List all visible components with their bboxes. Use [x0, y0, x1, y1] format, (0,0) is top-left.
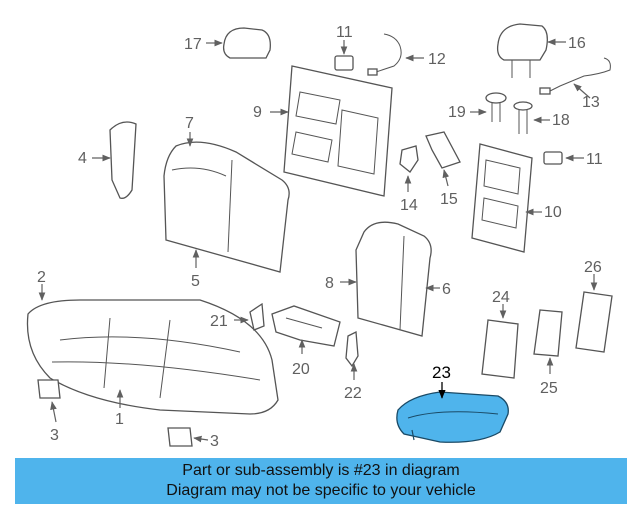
part-11-clip-right: [543, 151, 584, 165]
callout-25: 25: [540, 380, 558, 397]
callout-14: 14: [400, 197, 418, 214]
callout-17: 17: [184, 36, 202, 53]
callout-23-highlight: 23: [432, 363, 451, 382]
part-23-highlighted[interactable]: [396, 382, 509, 443]
part-19-pin: [470, 92, 507, 122]
callout-16: 16: [568, 35, 586, 52]
banner-line-2: Diagram may not be specific to your vehi…: [166, 482, 476, 499]
part-20-frame: [271, 305, 341, 354]
callout-2: 2: [37, 269, 46, 286]
callout-12: 12: [428, 51, 446, 68]
part-9-back-panel: [270, 65, 393, 197]
part-22-hook: [345, 330, 359, 380]
info-banner: Part or sub-assembly is #23 in diagram D…: [15, 458, 627, 504]
part-3-bracket-right: [167, 427, 209, 447]
part-3-bracket-left: [37, 379, 61, 423]
part-15-trim: [425, 131, 461, 187]
callout-7: 7: [185, 115, 194, 132]
part-26-pad: [575, 274, 613, 353]
part-25-pad: [533, 309, 563, 374]
part-10-back-panel: [471, 143, 542, 253]
part-18-pin: [513, 101, 550, 134]
part-12-cable: [367, 33, 424, 76]
part-11-clip: [334, 40, 354, 71]
part-13-cable: [539, 57, 611, 99]
callout-labels: 17 11 12 16 9 7 13 19 18 4 11 14 15 10 5…: [37, 24, 603, 450]
callout-5: 5: [191, 273, 200, 290]
part-14-bracket: [399, 145, 419, 192]
callout-11: 11: [336, 24, 353, 41]
callout-15: 15: [440, 191, 458, 208]
callout-11-right: 11: [586, 151, 603, 168]
part-21-bracket: [234, 302, 265, 331]
part-4-bolster: [92, 121, 137, 199]
callout-21: 21: [210, 313, 228, 330]
part-16-headrest: [496, 23, 566, 78]
callout-8: 8: [325, 275, 334, 292]
callout-10: 10: [544, 204, 562, 221]
callout-18: 18: [552, 112, 570, 129]
callout-19: 19: [448, 104, 466, 121]
callout-24: 24: [492, 289, 510, 306]
part-24-pad: [481, 304, 519, 379]
callout-1: 1: [115, 411, 124, 428]
callout-4: 4: [78, 150, 87, 167]
callout-3-right: 3: [210, 433, 219, 450]
callout-6: 6: [442, 281, 451, 298]
callout-22: 22: [344, 385, 362, 402]
callout-9: 9: [253, 104, 262, 121]
part-2-seat-cushion: [26, 284, 279, 415]
callout-3-left: 3: [50, 427, 59, 444]
banner-line-1: Part or sub-assembly is #23 in diagram: [182, 462, 460, 479]
part-7-seatback: [163, 132, 290, 273]
callout-20: 20: [292, 361, 310, 378]
part-8-seatback-right: [340, 221, 432, 337]
callout-13: 13: [582, 94, 600, 111]
callout-26: 26: [584, 259, 602, 276]
part-17-headrest: [206, 27, 271, 59]
